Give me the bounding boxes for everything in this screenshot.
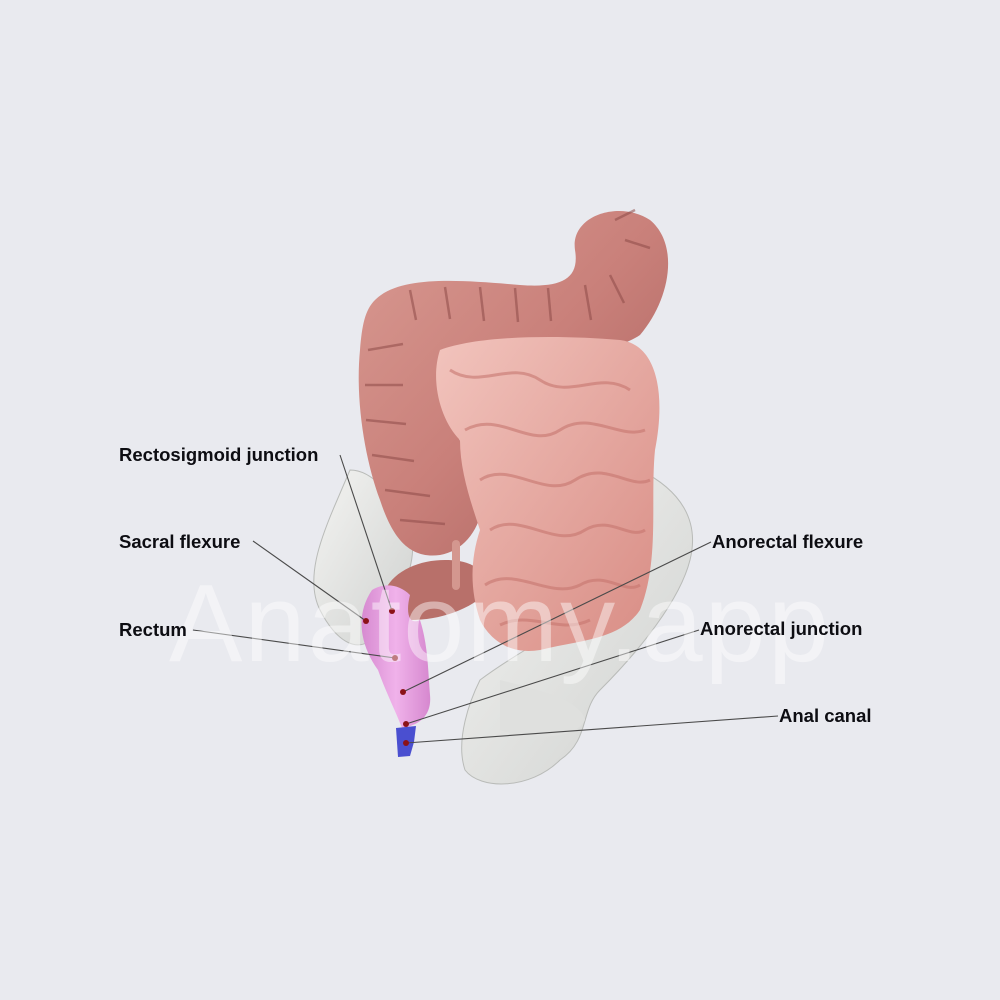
label-anorectal-junction: Anorectal junction bbox=[700, 618, 863, 639]
leader-lines bbox=[192, 454, 779, 744]
label-anal-canal: Anal canal bbox=[779, 705, 872, 726]
label-rectum: Rectum bbox=[119, 619, 187, 640]
label-sacral-flexure: Sacral flexure bbox=[119, 531, 241, 552]
marker-points bbox=[363, 608, 409, 746]
label-rectosigmoid-junction: Rectosigmoid junction bbox=[119, 444, 319, 465]
label-anorectal-flexure: Anorectal flexure bbox=[712, 531, 864, 552]
small-intestine bbox=[436, 337, 660, 651]
large-intestine bbox=[358, 208, 669, 620]
